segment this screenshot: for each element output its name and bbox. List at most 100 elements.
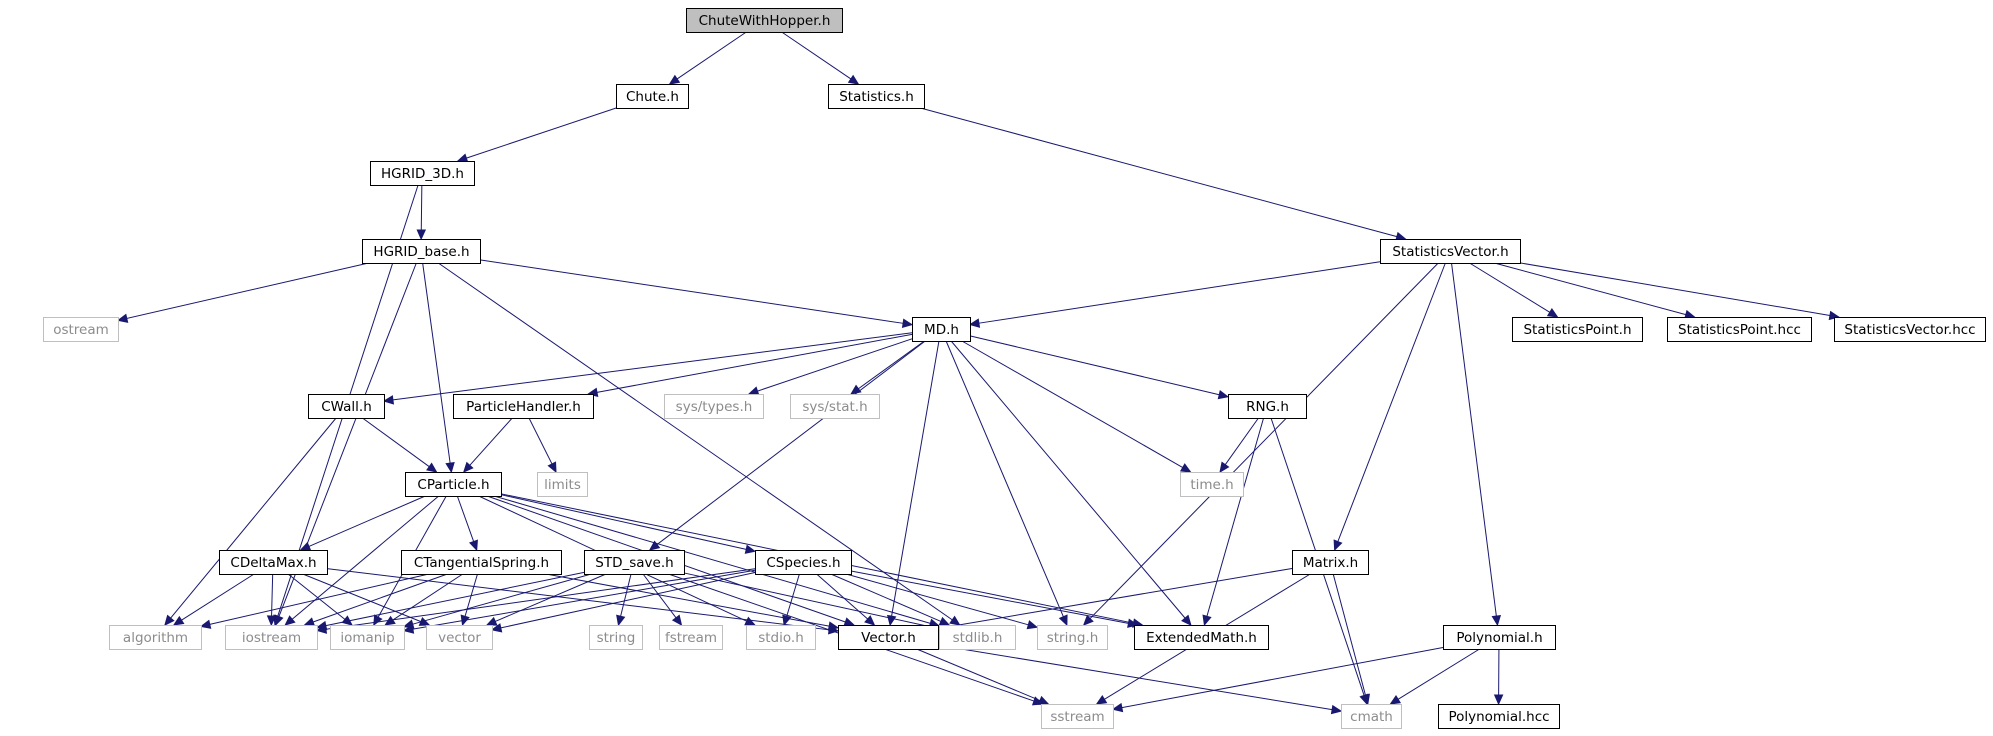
node-limits: limits: [537, 472, 588, 497]
edge-arrowhead: [402, 624, 415, 634]
node-label: Vector.h: [861, 630, 916, 646]
edge-line: [308, 495, 426, 547]
edge-arrowhead: [172, 615, 185, 626]
node-hgrid-3d-h[interactable]: HGRID_3D.h: [370, 161, 475, 186]
node-ctangentialspring-h[interactable]: CTangentialSpring.h: [401, 550, 562, 575]
node-polynomial-hcc[interactable]: Polynomial.hcc: [1438, 704, 1560, 729]
edge-cwall-to-cparticle: [362, 417, 438, 473]
edge-line: [326, 568, 830, 631]
node-rng-h[interactable]: RNG.h: [1228, 394, 1307, 419]
node-box: [43, 317, 119, 342]
edge-line: [858, 340, 925, 390]
node-matrix-h[interactable]: Matrix.h: [1292, 550, 1369, 575]
node-box: [939, 625, 1016, 650]
node-cparticle-h[interactable]: CParticle.h: [405, 472, 502, 497]
node-chutewithhopper-h[interactable]: ChuteWithHopper.h: [686, 8, 843, 33]
node-md-h[interactable]: MD.h: [912, 317, 971, 342]
node-label: StatisticsVector.h: [1392, 244, 1508, 260]
node-statisticsvector-hcc[interactable]: StatisticsVector.hcc: [1834, 317, 1986, 342]
node-box: [664, 394, 764, 419]
edge-line: [945, 340, 1064, 617]
node-label: string.h: [1047, 630, 1099, 646]
edge-line: [181, 573, 255, 621]
edge-cdeltamax-to-iostream: [266, 573, 277, 627]
edge-line: [1089, 262, 1439, 619]
edge-ctangentialspring-to-vector: [546, 573, 840, 631]
node-ostream: ostream: [43, 317, 119, 342]
node-box: [225, 625, 318, 650]
edge-line: [392, 332, 913, 401]
node-label: HGRID_base.h: [373, 244, 469, 260]
edge-arrowhead: [468, 539, 478, 552]
node-chute-h[interactable]: Chute.h: [616, 84, 689, 109]
edge-arrowhead: [648, 540, 661, 551]
node-cwall-h[interactable]: CWall.h: [308, 394, 385, 419]
node-cdeltamax-h[interactable]: CDeltaMax.h: [219, 550, 328, 575]
edge-vector-to-sstream: [916, 648, 1050, 705]
node-label: RNG.h: [1246, 399, 1289, 415]
node-box: [453, 394, 594, 419]
node-statisticspoint-hcc[interactable]: StatisticsPoint.hcc: [1667, 317, 1812, 342]
edge-std-save-to-stdlib: [683, 572, 941, 632]
node-label: ExtendedMath.h: [1146, 630, 1257, 646]
node-hgrid-base-h[interactable]: HGRID_base.h: [362, 239, 481, 264]
edge-cspecies-to-iostream: [315, 568, 756, 634]
edge-arrowhead: [1181, 614, 1192, 626]
node-box: [746, 625, 816, 650]
node-stdio-h: stdio.h: [746, 625, 816, 650]
node-label: CDeltaMax.h: [230, 555, 316, 571]
edge-cspecies-to-iomanip: [402, 569, 756, 634]
edge-line: [466, 107, 617, 159]
node-label: stdlib.h: [953, 630, 1003, 646]
edge-md-to-sysstat: [850, 340, 925, 395]
edge-cwall-to-algorithm: [164, 417, 337, 626]
node-fstream: fstream: [659, 625, 723, 650]
edge-arrowhead: [968, 318, 981, 328]
node-box: [426, 625, 493, 650]
node-particlehandler-h[interactable]: ParticleHandler.h: [453, 394, 594, 419]
node-vector: vector: [426, 625, 493, 650]
node-statistics-h[interactable]: Statistics.h: [828, 84, 925, 109]
node-label: iostream: [242, 630, 301, 646]
node-statisticsvector-h[interactable]: StatisticsVector.h: [1380, 239, 1521, 264]
node-label: fstream: [665, 630, 717, 646]
edge-line: [412, 569, 756, 630]
node-box: [1438, 704, 1560, 729]
edge-ctangentialspring-to-vector: [460, 573, 478, 627]
edge-line: [291, 495, 440, 620]
node-box: [686, 8, 843, 33]
node-label: string: [597, 630, 636, 646]
edge-arrowhead: [1333, 539, 1343, 552]
node-label: STD_save.h: [595, 555, 673, 571]
edge-arrowhead: [1095, 694, 1108, 705]
node-box: [1134, 625, 1269, 650]
edge-arrowhead: [901, 318, 914, 328]
edge-statisticsvector-to-md: [968, 261, 1381, 328]
edge-arrowhead: [1389, 694, 1402, 705]
edge-arrowhead: [426, 462, 438, 473]
node-std-save-h[interactable]: STD_save.h: [584, 550, 685, 575]
edge-line: [786, 573, 800, 617]
edge-line: [302, 573, 422, 623]
node-extendedmath-h[interactable]: ExtendedMath.h: [1134, 625, 1269, 650]
edge-md-to-std-save: [648, 340, 926, 551]
node-cspecies-h[interactable]: CSpecies.h: [755, 550, 852, 575]
node-polynomial-h[interactable]: Polynomial.h: [1443, 625, 1556, 650]
edge-line: [1469, 262, 1551, 313]
node-label: Polynomial.h: [1456, 630, 1542, 646]
node-label: CParticle.h: [417, 477, 489, 493]
node-vector-h[interactable]: Vector.h: [838, 625, 939, 650]
edge-line: [1494, 262, 1686, 316]
edge-hgrid-base-to-ostream: [116, 262, 369, 323]
node-label: CTangentialSpring.h: [414, 555, 549, 571]
edge-line: [469, 417, 513, 466]
edge-line: [420, 184, 423, 231]
node-box: [405, 472, 502, 497]
node-statisticspoint-h[interactable]: StatisticsPoint.h: [1512, 317, 1643, 342]
edge-line: [946, 567, 1293, 628]
node-string: string: [589, 625, 643, 650]
node-label: ParticleHandler.h: [466, 399, 581, 415]
edge-rng-to-time: [1219, 417, 1259, 474]
edge-arrowhead: [949, 615, 961, 626]
